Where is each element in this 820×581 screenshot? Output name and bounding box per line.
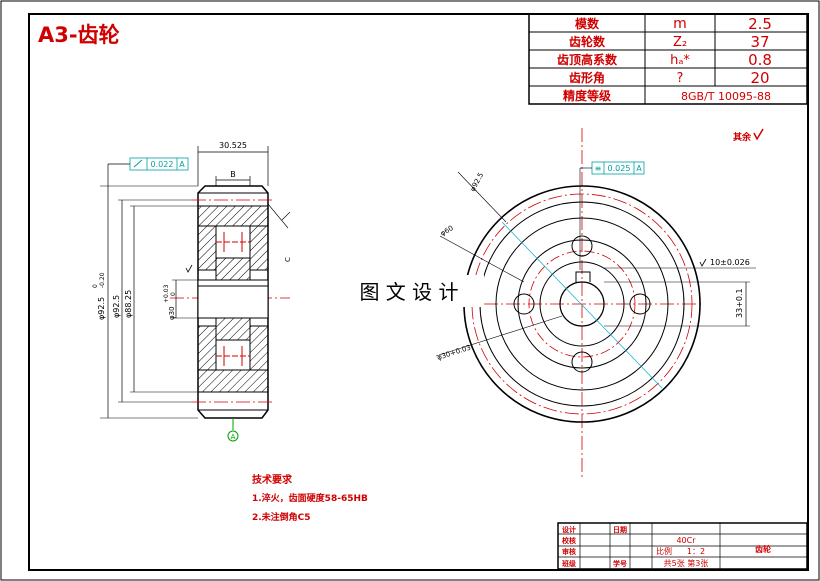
dim-tip-diameter: φ92.5 [97,297,106,320]
param-symbol-addendum: hₐ* [670,53,690,68]
runout-icon [133,159,143,168]
param-symbol-module: m [673,16,687,32]
symmetry-datum: A [636,164,642,173]
params-table: 模数 齿轮数 齿顶高系数 齿形角 精度等级 m Z₂ hₐ* ? 2.5 37 … [528,13,808,105]
tech-req-item-1: 1.淬火，齿面硬度58-65HB [252,492,368,504]
dim-bore-tol-upper: +0.03 [163,284,170,303]
bore-roughness-icon [185,264,193,273]
param-value-addendum: 0.8 [748,51,772,69]
tb-sheets: 共5张 第3张 [664,558,709,568]
watermark: 图 文 设 计 [359,280,458,304]
param-name-pressure-angle: 齿形角 [569,70,605,85]
inner-border [28,13,809,571]
roughness-note: 其余 [733,131,752,143]
param-name-module: 模数 [575,16,600,31]
symmetry-icon: ≡ [595,164,602,173]
tb-scale-label: 比例 [656,546,672,556]
dim-chamfer: C [284,257,292,262]
roughness-symbol-icon [753,128,764,141]
dim-bore-diameter: φ30 [168,306,176,320]
tb-row-class: 班级 [562,559,577,568]
param-symbol-pressure-angle: ? [677,71,684,86]
dim-width: 30.525 [219,141,247,150]
title-block: 设计 校核 审核 班级 日期 学号 40Cr 比例 1：2 共5张 第3张 齿轮 [557,522,808,570]
tb-row-design: 设计 [562,525,576,534]
side-view: A 30.525 B 0.022 A φ92.5 0 -0.20 φ92.5 [92,141,292,442]
keyway-roughness-icon [699,258,707,267]
tb-row-check: 校核 [562,536,576,545]
tb-scale-value: 1：2 [687,547,705,556]
tb-student-label: 学号 [613,559,627,568]
front-dim-key-depth: 33+0.1 [735,288,744,318]
tech-req-item-2: 2.未注倒角C5 [252,511,311,523]
dim-hub-b: B [230,170,236,179]
dim-root-diameter: φ88.25 [124,290,133,318]
param-name-accuracy: 精度等级 [563,88,611,103]
front-dim-outer: φ92.5 [469,171,486,193]
param-symbol-teeth: Z₂ [673,35,687,50]
watermark-bg [334,275,484,307]
param-value-pressure-angle: 20 [750,69,769,87]
runout-datum: A [179,160,185,169]
front-dim-keyway: 10±0.026 [710,258,750,267]
param-value-module: 2.5 [748,15,772,33]
dim-tip-tol-upper: 0 [92,284,99,288]
dim-tip-tol-lower: -0.20 [99,272,106,288]
tb-row-review: 审核 [562,547,576,556]
tb-material: 40Cr [676,536,696,545]
front-dim-middle: φ60 [439,224,455,238]
dim-ref-diameter: φ92.5 [112,295,121,318]
tb-part-name: 齿轮 [755,544,771,554]
symmetry-value: 0.025 [608,164,631,173]
runout-value: 0.022 [151,160,174,169]
datum-a-label: A [231,433,236,441]
param-name-teeth: 齿轮数 [569,34,606,49]
front-dim-bore: φ30+0.03 [436,343,472,361]
tech-req-heading: 技术要求 [252,473,293,486]
param-value-accuracy: 8GB/T 10095-88 [681,90,771,103]
tb-date-label: 日期 [613,525,627,534]
param-value-teeth: 37 [750,33,769,51]
param-name-addendum: 齿顶高系数 [557,52,618,67]
dim-bore-tol-lower: 0 [170,292,177,296]
sheet-title: A3-齿轮 [38,23,120,47]
